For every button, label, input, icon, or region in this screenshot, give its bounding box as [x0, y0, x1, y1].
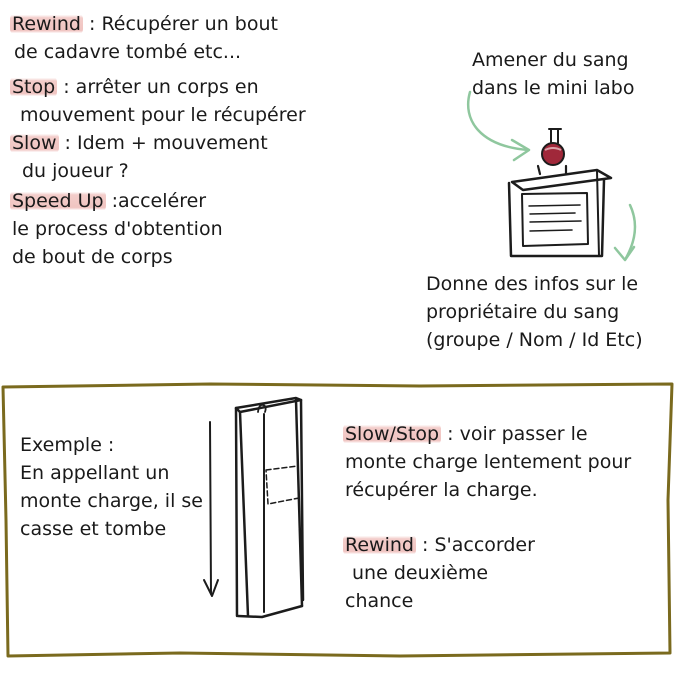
slow-desc: : Idem + mouvement — [58, 132, 268, 154]
lab-caption-top-line1: Amener du sang — [472, 49, 629, 71]
example-line3: monte charge, il se — [20, 490, 203, 512]
stop-desc: : arrêter un corps en — [57, 76, 259, 98]
example-title: Exemple : — [20, 434, 115, 456]
example-panel-frame — [1, 382, 674, 658]
blood-flask-icon — [541, 128, 565, 166]
stop-keyword: Stop — [10, 76, 58, 98]
rewind-case-keyword: Rewind — [343, 534, 416, 556]
slow-keyword: Slow — [10, 132, 59, 154]
arrow-into-lab-icon — [466, 90, 530, 152]
stop-note-line2: mouvement pour le récupérer — [20, 104, 306, 126]
speed-note-line2: le process d'obtention — [12, 218, 223, 240]
stop-note-line1: Stop : arrêter un corps en — [10, 73, 259, 102]
slow-note-line1: Slow : Idem + mouvement — [10, 129, 268, 158]
lab-caption-bottom-line1: Donne des infos sur le — [426, 273, 639, 295]
slowstop-case-line3: récupérer la charge. — [345, 479, 538, 501]
elevator-shaft-icon — [203, 396, 305, 619]
rewind-desc: : Récupérer un bout — [82, 13, 278, 35]
lab-caption-bottom-line2: propriétaire du sang — [426, 301, 620, 323]
speed-note-line1: Speed Up :accelérer — [10, 187, 207, 216]
rewind-case-line1: Rewind : S'accorder — [343, 531, 535, 560]
rewind-case-line3: chance — [345, 590, 414, 612]
example-line2: En appellant un — [20, 462, 170, 484]
speed-keyword: Speed Up — [10, 190, 106, 212]
slowstop-case-line2: monte charge lentement pour — [345, 451, 632, 473]
rewind-case-line2: une deuxième — [352, 562, 489, 584]
slowstop-keyword: Slow/Stop — [343, 423, 442, 445]
rewind-note-line2: de cadavre tombé etc... — [14, 41, 242, 63]
rewind-keyword: Rewind — [10, 13, 83, 35]
mini-lab-icon — [507, 164, 613, 258]
rewind-note-line1: Rewind : Récupérer un bout — [10, 10, 278, 39]
rewind-case-desc: : S'accorder — [415, 534, 535, 556]
lab-caption-top-line2: dans le mini labo — [472, 77, 635, 99]
slowstop-desc: : voir passer le — [441, 423, 588, 445]
example-line4: casse et tombe — [20, 518, 167, 540]
slow-note-line2: du joueur ? — [22, 160, 129, 182]
lab-caption-bottom-line3: (groupe / Nom / Id Etc) — [426, 329, 643, 351]
speed-desc: :accelérer — [105, 190, 207, 212]
slowstop-case-line1: Slow/Stop : voir passer le — [343, 420, 588, 449]
speed-note-line3: de bout de corps — [12, 246, 173, 268]
